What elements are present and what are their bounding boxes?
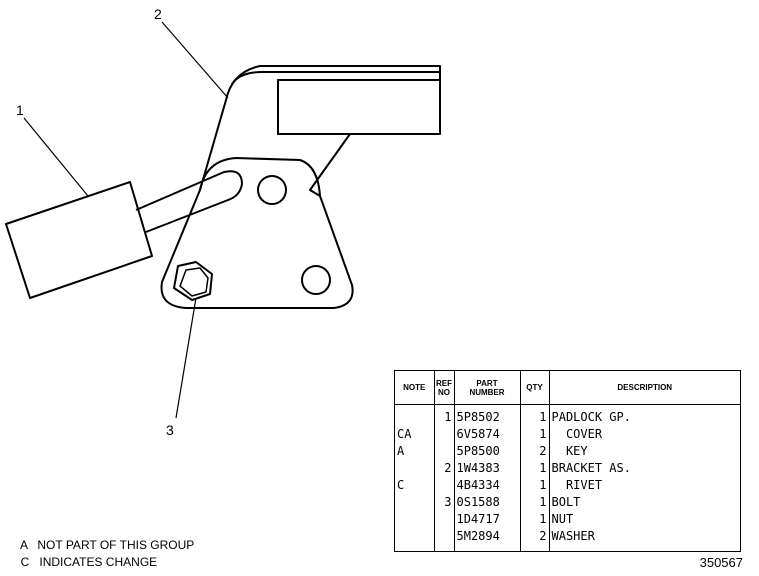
cell-ref-no xyxy=(434,426,455,443)
cell-description: COVER xyxy=(551,427,603,441)
parts-list-table: NOTE REF NO PART NUMBER QTY DESCRIPTION … xyxy=(394,370,741,552)
legend-text: NOT PART OF THIS GROUP xyxy=(37,538,195,552)
bracket-flange xyxy=(277,79,441,135)
cell-description: RIVET xyxy=(551,478,603,492)
leader-2 xyxy=(161,21,229,99)
cell-description: BOLT xyxy=(551,495,581,509)
cell-qty: 1 xyxy=(520,477,550,494)
cell-ref-no: 2 xyxy=(434,460,455,477)
cell-qty: 1 xyxy=(520,409,550,426)
cell-part-number: 1D4717 xyxy=(454,511,521,528)
bolt-hex-head xyxy=(173,261,213,301)
cell-note: C xyxy=(395,477,435,494)
cell-qty: 1 xyxy=(520,460,550,477)
cell-note xyxy=(395,460,435,477)
callout-1: 1 xyxy=(16,102,24,118)
cell-qty: 2 xyxy=(520,443,550,460)
table-filler xyxy=(395,545,740,551)
cell-part-number: 5P8500 xyxy=(454,443,521,460)
leader-3 xyxy=(175,297,197,419)
cell-ref-no: 3 xyxy=(434,494,455,511)
cell-note: CA xyxy=(395,426,435,443)
bracket-top-face xyxy=(231,71,440,85)
legend-item-a: A NOT PART OF THIS GROUP xyxy=(14,524,194,552)
header-ref-no: REF NO xyxy=(434,371,455,405)
callout-3: 3 xyxy=(166,422,174,438)
cell-part-number: 1W4383 xyxy=(454,460,521,477)
cell-qty: 2 xyxy=(520,528,550,545)
cell-ref-no xyxy=(434,477,455,494)
legend-item-c: C INDICATES CHANGE xyxy=(14,541,157,569)
legend-code: A xyxy=(20,538,28,552)
hole-upper xyxy=(257,175,287,205)
cell-description: KEY xyxy=(551,444,588,458)
legend-code: C xyxy=(20,555,30,569)
cell-qty: 1 xyxy=(520,511,550,528)
legend-text: INDICATES CHANGE xyxy=(39,555,158,569)
cell-part-number: 5M2894 xyxy=(454,528,521,545)
callout-2: 2 xyxy=(154,6,162,22)
cell-description: WASHER xyxy=(551,529,595,543)
header-note: NOTE xyxy=(395,371,435,405)
leader-1 xyxy=(23,117,89,197)
hole-lower xyxy=(301,265,331,295)
cell-ref-no xyxy=(434,511,455,528)
table-header-row: NOTE REF NO PART NUMBER QTY DESCRIPTION xyxy=(395,371,740,405)
cell-description: NUT xyxy=(551,512,574,526)
cell-qty: 1 xyxy=(520,494,550,511)
table-spacer xyxy=(395,404,740,409)
cell-ref-no xyxy=(434,528,455,545)
bracket-outline xyxy=(160,65,441,309)
cell-ref-no: 1 xyxy=(434,409,455,426)
bracket-plate-edge xyxy=(199,157,321,197)
drawing-number: 350567 xyxy=(699,555,743,570)
cell-ref-no xyxy=(434,443,455,460)
cell-qty: 1 xyxy=(520,426,550,443)
padlock-body xyxy=(5,181,153,299)
header-part-number: PART NUMBER xyxy=(454,371,521,405)
bolt-hex-inner xyxy=(179,267,209,297)
cell-description: PADLOCK GP. xyxy=(551,410,631,424)
cell-part-number: 4B4334 xyxy=(454,477,521,494)
cell-note xyxy=(395,528,435,545)
cell-part-number: 5P8502 xyxy=(454,409,521,426)
cell-note xyxy=(395,409,435,426)
padlock-shackle xyxy=(135,170,243,233)
header-qty: QTY xyxy=(520,371,550,405)
header-description: DESCRIPTION xyxy=(549,371,740,405)
cell-note: A xyxy=(395,443,435,460)
cell-note xyxy=(395,511,435,528)
cell-description: BRACKET AS. xyxy=(551,461,631,475)
cell-note xyxy=(395,494,435,511)
cell-part-number: 6V5874 xyxy=(454,426,521,443)
cell-part-number: 0S1588 xyxy=(454,494,521,511)
